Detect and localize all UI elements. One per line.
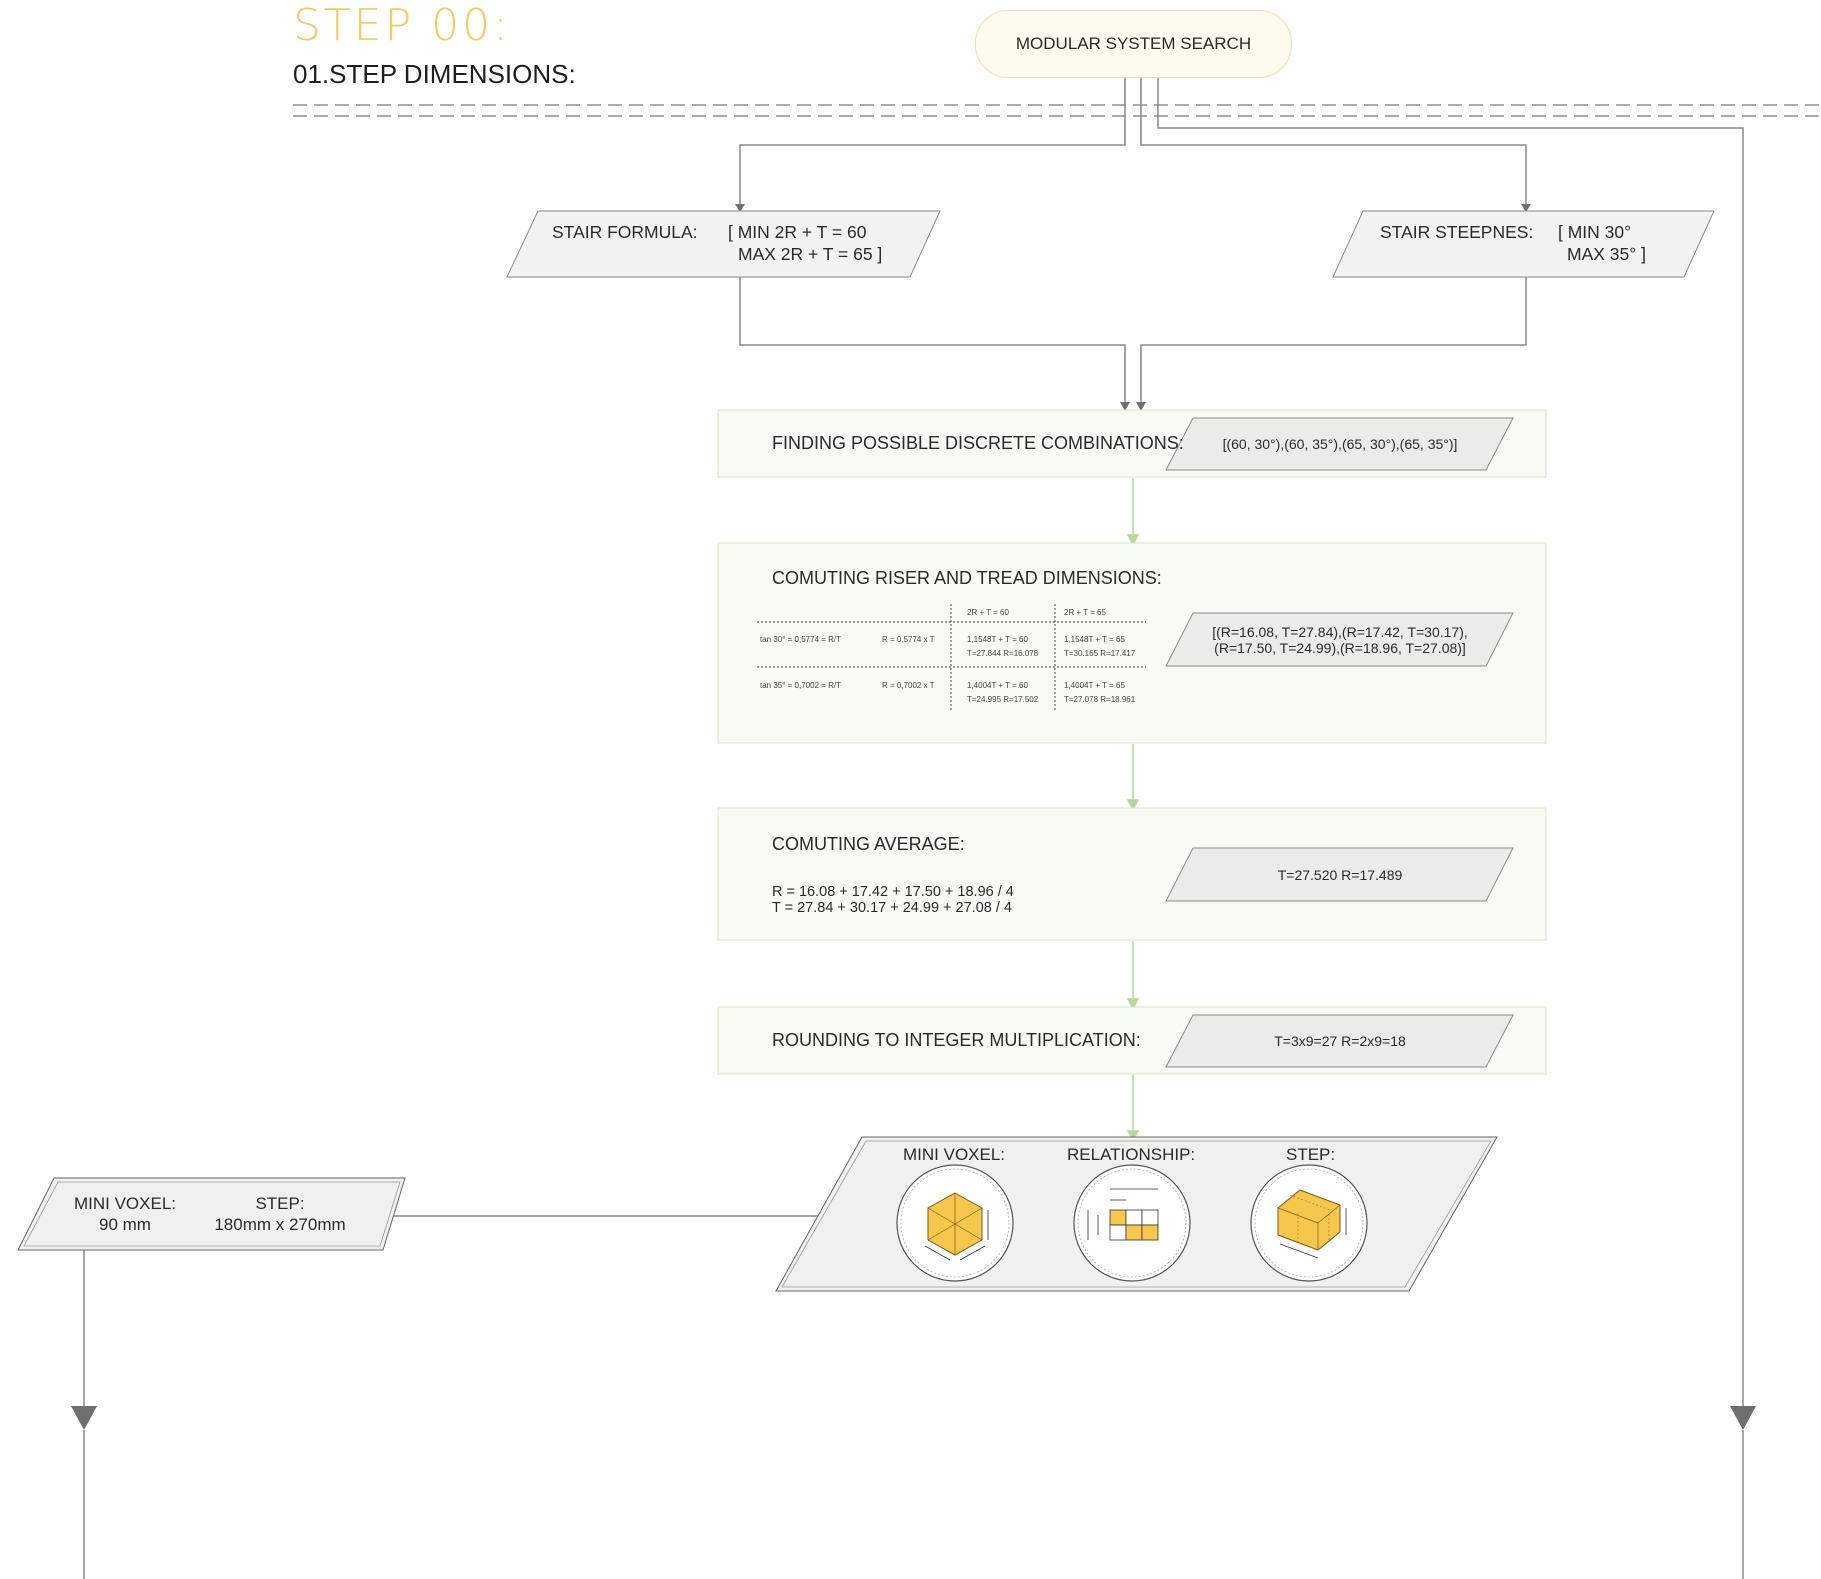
step-block-icon <box>1250 1164 1368 1282</box>
table-row2-tan: tan 35° = 0,7002 = R/T <box>760 681 842 690</box>
average-title: COMUTING AVERAGE: <box>772 834 965 854</box>
riser-tread-result-2: (R=17.50, T=24.99),(R=18.96, T=27.08)] <box>1214 640 1466 656</box>
start-node-modular-system-search[interactable]: MODULAR SYSTEM SEARCH <box>975 10 1292 78</box>
riser-tread-result-1: [(R=16.08, T=27.84),(R=17.42, T=30.17), <box>1212 624 1468 640</box>
step-title: STEP 00: <box>293 0 511 51</box>
summary-mini-voxel-value: 90 mm <box>99 1215 151 1234</box>
average-t-formula: T = 27.84 + 30.17 + 24.99 + 27.08 / 4 <box>772 900 1012 916</box>
mini-voxel-cube-icon <box>896 1164 1014 1282</box>
steepness-label: STAIR STEEPNES: <box>1380 222 1534 242</box>
table-row2-c2: T=24.995 R=17.502 <box>967 695 1039 704</box>
average-r-formula: R = 16.08 + 17.42 + 17.50 + 18.96 / 4 <box>772 884 1014 900</box>
steepness-max: MAX 35° ] <box>1567 244 1646 264</box>
table-row1-tan: tan 30° = 0,5774 = R/T <box>760 635 842 644</box>
section-subtitle: 01.STEP DIMENSIONS: <box>293 59 576 89</box>
output-label-relationship: RELATIONSHIP: <box>1067 1145 1196 1164</box>
table-row1-d2: T=30.165 R=17.417 <box>1064 649 1136 658</box>
table-row2-d2: T=27.078 R=18.961 <box>1064 695 1136 704</box>
riser-tread-title: COMUTING RISER AND TREAD DIMENSIONS: <box>772 568 1162 588</box>
formula-max: MAX 2R + T = 65 ] <box>738 244 883 264</box>
summary-step-value: 180mm x 270mm <box>214 1215 346 1234</box>
connector-steepness-to-combinations <box>1140 277 1527 404</box>
riser-tread-result-shape <box>1165 612 1514 667</box>
rounding-title: ROUNDING TO INTEGER MULTIPLICATION: <box>772 1030 1141 1050</box>
combinations-title: FINDING POSSIBLE DISCRETE COMBINATIONS: <box>772 433 1184 453</box>
table-row1-c1: 1,1548T + T = 60 <box>967 635 1028 644</box>
table-row1-r: R = 0,5774 x T <box>882 635 935 644</box>
table-row1-c2: T=27.844 R=16.078 <box>967 649 1039 658</box>
formula-label: STAIR FORMULA: <box>552 222 698 242</box>
combinations-result-shape <box>1165 417 1514 471</box>
steepness-min: [ MIN 30° <box>1558 222 1632 242</box>
output-label-mini-voxel: MINI VOXEL: <box>903 1145 1006 1164</box>
average-result-shape <box>1165 847 1514 902</box>
rounding-result-shape <box>1165 1014 1514 1068</box>
combinations-result: [(60, 30°),(60, 35°),(65, 30°),(65, 35°)… <box>1222 436 1458 452</box>
summary-step-label: STEP: <box>255 1194 305 1213</box>
connector-start-to-steepness <box>1140 76 1527 210</box>
average-result: T=27.520 R=17.489 <box>1277 867 1403 883</box>
output-label-step: STEP: <box>1286 1145 1336 1164</box>
table-col-60: 2R + T = 60 <box>967 608 1009 617</box>
table-row2-c1: 1,4004T + T = 60 <box>967 681 1028 690</box>
formula-min: [ MIN 2R + T = 60 <box>728 222 867 242</box>
summary-parallelogram <box>17 1177 406 1251</box>
relationship-grid-icon <box>1073 1164 1191 1282</box>
connector-start-to-formula <box>739 76 1126 210</box>
start-node-label: MODULAR SYSTEM SEARCH <box>1015 34 1252 53</box>
table-row2-r: R = 0,7002 x T <box>882 681 935 690</box>
connector-start-to-right-rail <box>1157 76 1744 1410</box>
table-col-65: 2R + T = 65 <box>1064 608 1106 617</box>
table-row1-d1: 1,1548T + T = 65 <box>1064 635 1125 644</box>
summary-mini-voxel-label: MINI VOXEL: <box>73 1194 177 1213</box>
rounding-result: T=3x9=27 R=2x9=18 <box>1274 1033 1406 1049</box>
steepness-parallelogram <box>1332 210 1715 278</box>
table-row2-d1: 1,4004T + T = 65 <box>1064 681 1125 690</box>
formula-parallelogram <box>506 210 941 278</box>
connector-formula-to-combinations <box>739 277 1126 404</box>
